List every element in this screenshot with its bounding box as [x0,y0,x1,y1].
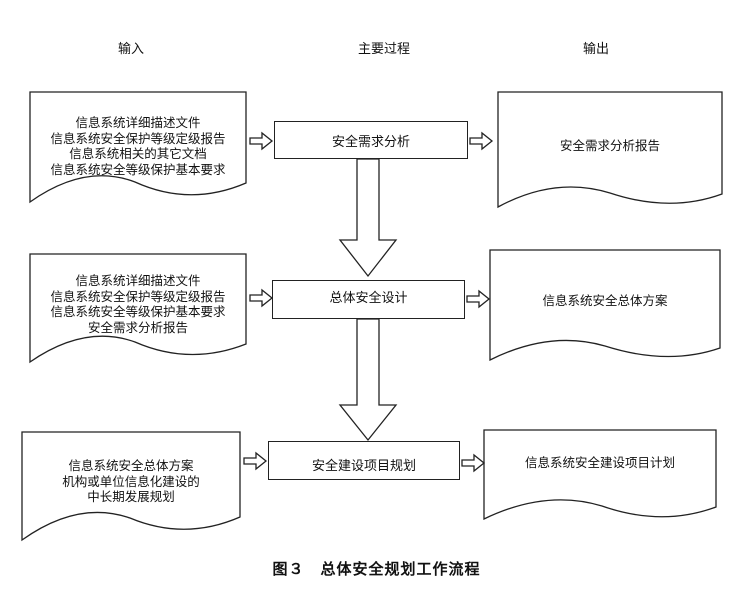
input-document-1 [29,91,247,204]
input-item: 中长期发展规划 [87,489,175,504]
input-document-2 [29,253,247,364]
output-document-3 [483,429,717,521]
arrow-output-3 [461,453,486,473]
input-list-1: 信息系统详细描述文件 信息系统安全保护等级定级报告 信息系统相关的其它文档 信息… [30,115,246,177]
process-box-1: 安全需求分析 [274,121,468,159]
input-item: 信息系统安全等级保护基本要求 [50,304,226,319]
figure-caption: 图３ 总体安全规划工作流程 [272,560,481,578]
header-process: 主要过程 [358,42,411,57]
input-item: 信息系统安全总体方案 [68,458,194,473]
output-label-2: 信息系统安全总体方案 [542,293,668,308]
header-input: 输入 [118,42,145,57]
process-label: 总体安全设计 [329,291,408,306]
process-label: 安全建设项目规划 [311,459,416,474]
process-label: 安全需求分析 [331,135,410,150]
input-list-2: 信息系统详细描述文件 信息系统安全保护等级定级报告 信息系统安全等级保护基本要求… [30,273,246,335]
input-item: 安全需求分析报告 [87,319,188,335]
process-box-2: 总体安全设计 [272,280,465,319]
input-item: 机构或单位信息化建设的 [62,473,200,489]
output-label-1: 安全需求分析报告 [559,138,660,153]
arrow-output-2 [466,289,491,309]
arrow-output-1 [469,131,494,151]
process-box-3: 安全建设项目规划 [268,441,460,480]
arrow-input-1 [249,131,274,151]
input-item: 信息系统详细描述文件 [75,273,201,288]
arrow-input-2 [249,288,274,308]
output-label-3: 信息系统安全建设项目计划 [524,455,675,470]
output-document-2 [489,249,721,362]
input-item: 信息系统安全等级保护基本要求 [50,161,226,177]
arrow-down-2 [338,318,398,442]
input-document-3 [21,431,241,542]
input-list-3: 信息系统安全总体方案 机构或单位信息化建设的 中长期发展规划 [22,458,240,505]
input-item: 信息系统安全保护等级定级报告 [50,130,226,146]
input-item: 信息系统详细描述文件 [75,115,201,130]
header-output: 输出 [583,42,610,57]
input-item: 信息系统安全保护等级定级报告 [50,288,226,304]
input-item: 信息系统相关的其它文档 [69,146,207,161]
arrow-input-3 [243,451,268,471]
output-document-1 [497,91,723,209]
arrow-down-1 [338,158,398,278]
